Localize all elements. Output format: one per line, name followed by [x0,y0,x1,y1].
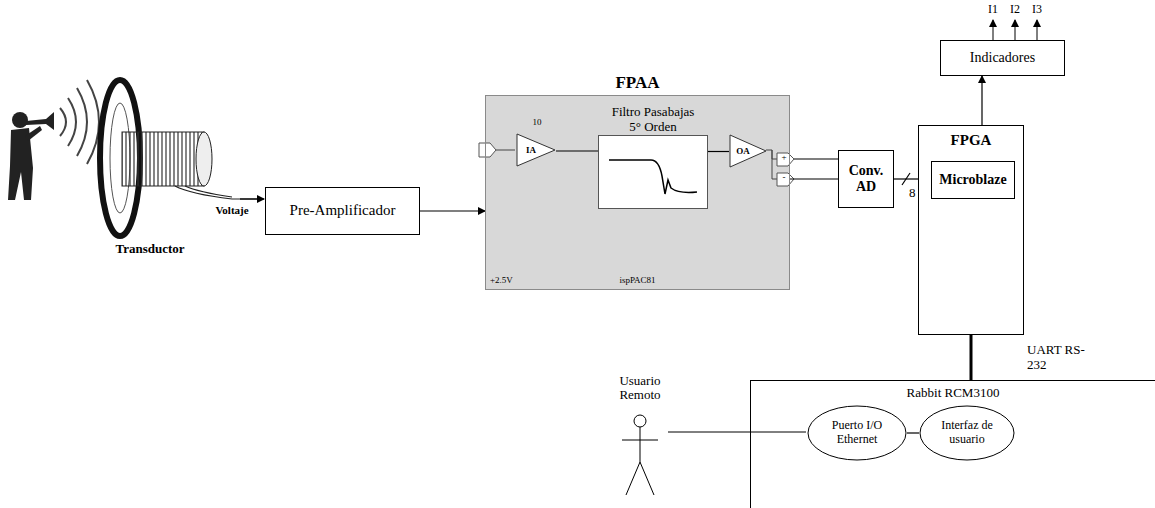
output-label: I2 [1010,3,1020,16]
output-label: I1 [988,3,998,16]
fpaa-ground [485,95,790,290]
node-text: FPAA [486,73,789,93]
user-body [640,427,641,462]
output-pin [777,153,794,166]
connector [970,335,973,380]
output-arrow [1037,20,1038,40]
user-arms [622,440,658,441]
wire [185,186,232,197]
amplifier-triangle: OA [729,134,767,168]
node-text: FPGA [951,132,992,149]
pin-label: - [783,173,786,183]
sound-wave [60,108,66,136]
node-text: Conv. AD [843,163,889,195]
edge-label: UART RS-232 [1026,343,1090,373]
converter-box: Conv. AD [838,150,894,208]
connector [907,432,919,433]
ellipse-node: Interfaz de usuario [919,405,1015,461]
player-head [12,112,28,128]
internal-wire [766,150,777,179]
indicator-box: Indicadores [940,40,1065,76]
player-arm [25,126,42,141]
edge-label: 8 [908,186,917,201]
signal-label: Voltaje [215,204,248,216]
amplifier-triangle: IA [516,133,556,167]
output-arrow [993,20,994,40]
sound-wave [68,98,76,146]
connector [981,76,982,125]
internal-wire [496,150,515,151]
filter-box: Filtro Pasabajas 5° Orden [598,135,708,209]
output-label: I3 [1032,3,1042,16]
user-link [668,432,806,433]
node-text: Filtro Pasabajas 5° Orden [584,105,722,134]
fpga-box: FPGA Microblaze [918,125,1024,335]
input-pin [479,143,496,157]
gain-label: 10 [533,118,542,128]
connector [556,150,598,151]
triangle-shape [730,135,766,167]
part-label: Transductor [115,242,184,256]
ellipse-shape [808,406,906,460]
sound-wave [77,88,87,156]
response-curve [609,160,697,194]
pin-label: + [781,153,786,163]
triangle-shape [517,134,555,166]
processor-box: Microblaze [931,161,1015,199]
node-text: Puerto I/O Ethernet [820,419,894,447]
connector [790,178,838,179]
module-region: Rabbit RCM3100Puerto I/O Ethernet Interfa… [750,380,1155,508]
actor-label: Usuario Remoto [608,374,672,403]
bus-slash [902,173,910,185]
coil [122,132,204,186]
ellipse-node: Puerto I/O Ethernet [807,405,907,461]
connector [420,210,485,211]
node-text: Pre-Amplificador [290,202,396,219]
fpaa-block: FPAA+2.5VispPAC81IAFiltro Pasabajas 5° O… [485,95,790,290]
node-text: +2.5V [490,275,513,285]
node-text: Indicadores [970,50,1035,66]
node-text: OA [736,146,760,156]
node-text: IA [526,145,546,155]
node-text: Rabbit RCM3100 [751,385,1155,401]
user-head [634,415,646,427]
node-text: ispPAC81 [619,275,655,285]
node-text: Microblaze [939,172,1006,188]
process-box: Pre-Amplificador [265,187,420,235]
filter-response [599,136,707,208]
output-arrow [1015,20,1016,40]
ellipse-shape [920,406,1014,460]
node-text: Interfaz de usuario [931,419,1002,447]
coil-end [196,132,212,186]
user-legs [626,462,654,495]
voltage-arrow [240,198,264,199]
connector [708,151,729,152]
signal-wire [794,158,838,159]
wire [175,186,262,199]
trumpet [26,112,54,130]
